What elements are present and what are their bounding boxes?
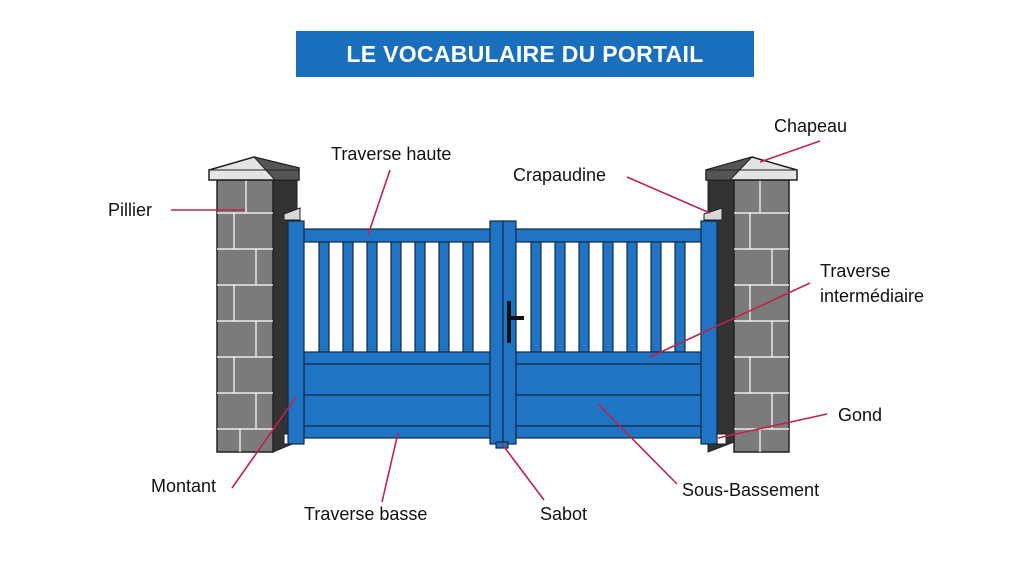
page-title: LE VOCABULAIRE DU PORTAIL (346, 40, 704, 67)
leader-chapeau (759, 140, 821, 163)
label-pillier: Pillier (108, 200, 152, 220)
left-leaf-bars (318, 241, 474, 353)
label-traverse-basse: Traverse basse (304, 504, 427, 524)
leader-lines (171, 140, 828, 503)
right-pillar (703, 156, 798, 453)
label-montant: Montant (151, 476, 216, 496)
leader-sous-bassement (597, 403, 678, 485)
right-leaf-bars (530, 241, 686, 353)
leader-gond (717, 413, 828, 439)
leader-crapaudine (626, 176, 711, 214)
leader-montant (231, 396, 297, 489)
label-sous-bassement: Sous-Bassement (682, 480, 819, 500)
label-traverse-intermediaire-line1: Traverse (820, 261, 890, 281)
leader-traverse-haute (367, 169, 391, 236)
title-banner: LE VOCABULAIRE DU PORTAIL (296, 31, 754, 77)
label-traverse-haute: Traverse haute (331, 144, 451, 164)
gate-handle-icon (507, 301, 524, 343)
label-chapeau: Chapeau (774, 116, 847, 136)
label-traverse-intermediaire-line2: intermédiaire (820, 286, 924, 306)
leader-sabot (501, 443, 545, 501)
gate (287, 220, 718, 449)
label-crapaudine: Crapaudine (513, 165, 606, 185)
leader-traverse-intermediaire (649, 282, 811, 358)
label-sabot: Sabot (540, 504, 587, 524)
label-gond: Gond (838, 405, 882, 425)
leader-traverse-basse (381, 432, 399, 503)
left-pillar (208, 156, 301, 453)
labels: Chapeau Traverse haute Crapaudine Pillie… (108, 116, 924, 524)
